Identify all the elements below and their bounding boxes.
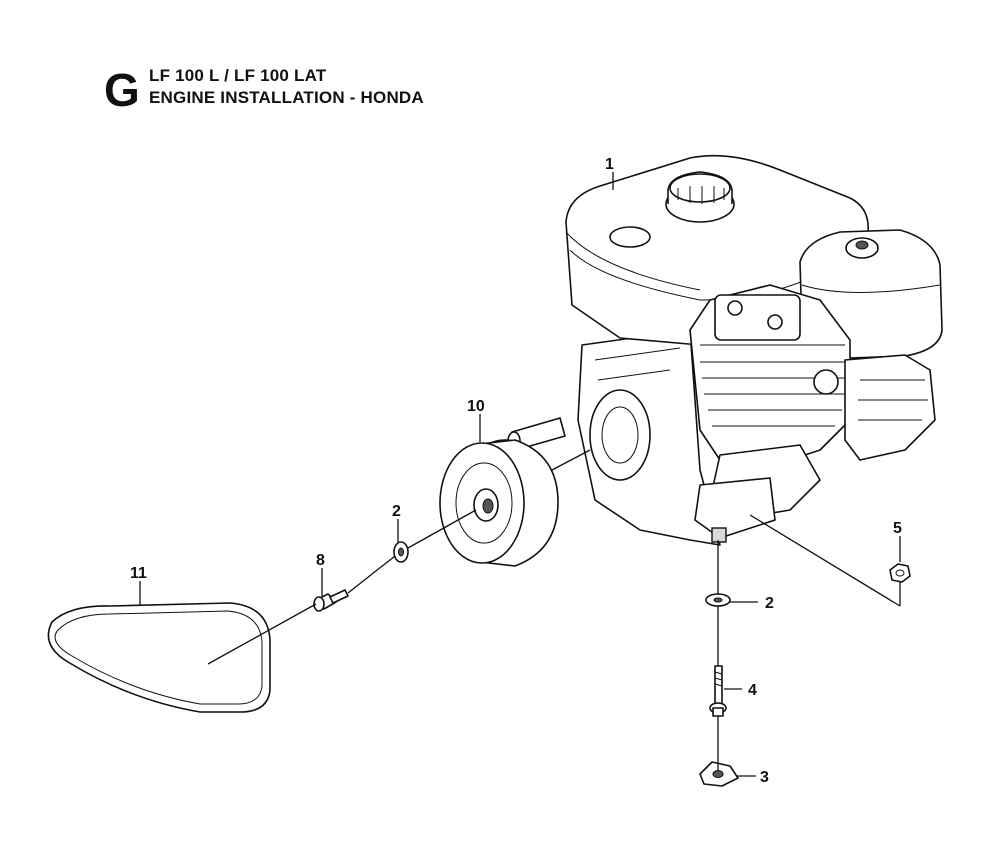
washer-right [705,593,731,607]
engine-assembly [507,154,943,546]
v-belt [47,602,271,713]
model-title: LF 100 L / LF 100 LAT [149,66,327,85]
nut-plate [699,761,739,787]
pulley [439,439,559,567]
callout-4: 4 [748,682,757,699]
callout-3: 3 [760,769,769,786]
section-title: ENGINE INSTALLATION - HONDA [149,88,424,107]
callout-10: 10 [467,398,485,415]
callout-11: 11 [130,565,147,582]
assembly-lines [139,172,901,777]
callout-2-right: 2 [765,595,774,612]
bolt-short [313,589,349,612]
callout-1: 1 [605,156,614,173]
callout-2-upper: 2 [392,503,401,520]
callout-5: 5 [893,520,902,537]
nut [889,563,911,583]
bolt-long [709,665,727,717]
washer-upper [393,541,409,563]
section-letter: G [104,64,140,116]
callout-8: 8 [316,552,325,569]
